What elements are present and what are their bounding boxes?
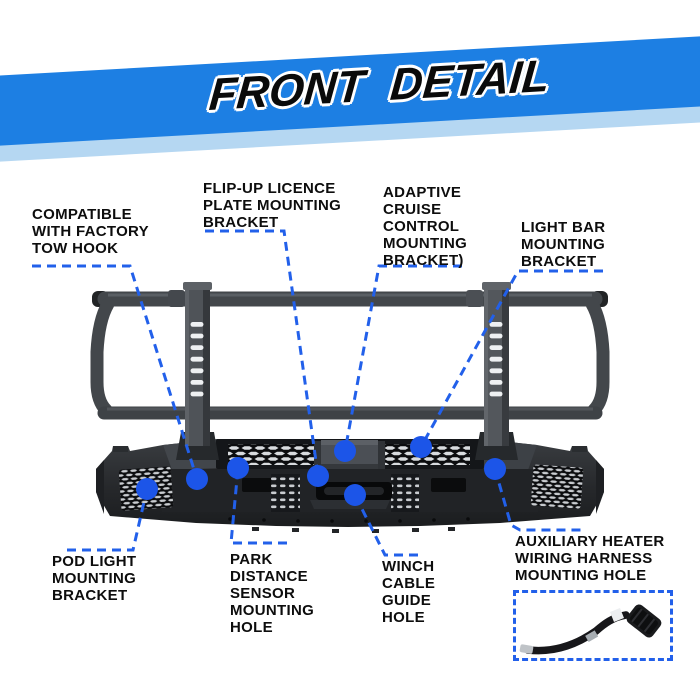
leader-line-pod-light <box>67 488 149 552</box>
hex-grille-left <box>228 444 316 465</box>
callout-dot-light-bar <box>410 436 432 458</box>
leader-line-aux-heater <box>493 468 583 532</box>
callout-label-licence-plate: FLIP-UP LICENCE PLATE MOUNTING BRACKET <box>203 180 342 231</box>
callout-dot-park-sensor <box>227 457 249 479</box>
pod-light-panel-right <box>530 464 584 509</box>
callout-label-light-bar: LIGHT BAR MOUNTING BRACKET <box>521 219 606 270</box>
callout-label-adaptive-cruise: ADAPTIVE CRUISE CONTROL MOUNTING BRACKET… <box>383 184 468 269</box>
callout-dot-winch-guide <box>344 484 366 506</box>
callout-label-tow-hook: COMPATIBLE WITH FACTORY TOW HOOK <box>32 206 149 257</box>
callout-label-pod-light: POD LIGHT MOUNTING BRACKET <box>52 553 137 604</box>
leader-line-light-bar <box>419 269 603 448</box>
guard-left-hoop <box>90 297 115 417</box>
callout-dot-aux-heater <box>484 458 506 480</box>
guard-right-hoop <box>585 297 610 417</box>
leader-line-licence-plate <box>205 229 320 477</box>
callout-dot-tow-hook <box>186 468 208 490</box>
wiring-harness-image <box>519 604 662 655</box>
inset-photo-box <box>513 590 673 661</box>
leader-line-tow-hook <box>32 264 199 480</box>
guard-left-upright <box>176 282 219 460</box>
callout-label-winch-guide: WINCH CABLE GUIDE HOLE <box>382 558 436 626</box>
callout-dot-adaptive-cruise <box>334 440 356 462</box>
callout-dot-licence-plate <box>307 465 329 487</box>
left-tube-clamp <box>168 290 185 307</box>
callout-label-aux-heater: AUXILIARY HEATER WIRING HARNESS MOUNTING… <box>515 533 665 584</box>
leader-line-adaptive-cruise <box>343 264 462 452</box>
light-bar-clamp <box>466 290 483 307</box>
leader-line-winch-guide <box>353 494 418 557</box>
callout-dot-pod-light <box>136 478 158 500</box>
callout-label-park-sensor: PARK DISTANCE SENSOR MOUNTING HOLE <box>230 551 315 636</box>
leader-line-park-sensor <box>229 467 287 545</box>
guard-right-upright <box>475 282 518 460</box>
